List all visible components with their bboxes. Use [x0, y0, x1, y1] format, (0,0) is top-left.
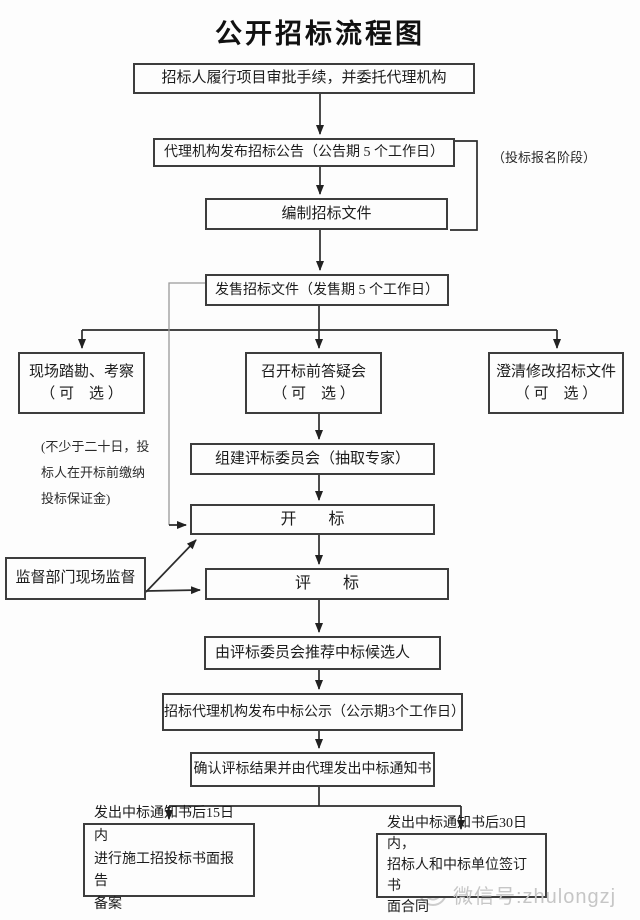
node-committee: 组建评标委员会（抽取专家） [190, 443, 435, 475]
node-site-survey-line1: 现场踏勘、考察 [28, 363, 134, 380]
node-clarify-docs-line1: 澄清修改招标文件 [495, 363, 616, 380]
page-title: 公开招标流程图 [215, 19, 425, 49]
node-supervision-label: 监督部门现场监督 [15, 570, 136, 587]
deposit-note: (不少于二十日，投 标人在开标前缴纳 投标保证金) [41, 434, 166, 512]
node-sign-contract-line2: 招标人和中标单位签订书 [387, 858, 527, 894]
node-filing-line2: 进行施工招投标书面报告 [94, 851, 234, 890]
node-supervision: 监督部门现场监督 [5, 557, 146, 600]
node-recommend: 由评标委员会推荐中标候选人 [204, 636, 441, 670]
node-filing: 发出中标通知书后15日内 进行施工招投标书面报告 备案 [83, 806, 255, 912]
phase-note: （投标报名阶段） [492, 150, 597, 165]
node-filing-line3: 备案 [94, 897, 122, 913]
node-committee-label: 组建评标委员会（抽取专家） [214, 450, 410, 467]
node-sign-contract-line1: 发出中标通知书后30日内， [387, 816, 527, 852]
node-qa-meeting: 召开标前答疑会 （ 可 选 ） [245, 352, 382, 414]
deposit-note-line1: (不少于二十日，投 [41, 439, 150, 454]
node-announcement: 代理机构发布招标公告（公告期 5 个工作日） [153, 138, 455, 167]
node-site-survey: 现场踏勘、考察 （ 可 选 ） [18, 352, 145, 414]
node-clarify-docs-line2: （ 可 选 ） [514, 386, 598, 402]
node-qa-meeting-line2: （ 可 选 ） [272, 386, 355, 402]
node-filing-line1: 发出中标通知书后15日内 [94, 806, 234, 844]
node-approval: 招标人履行项目审批手续，并委托代理机构 [133, 63, 475, 94]
node-evaluate-bid-label: 评 标 [294, 575, 359, 592]
node-site-survey-line2: （ 可 选 ） [40, 386, 123, 402]
node-approval-label: 招标人履行项目审批手续，并委托代理机构 [161, 70, 447, 87]
node-confirm-result-label: 确认评标结果并由代理发出中标通知书 [193, 762, 432, 777]
node-clarify-docs: 澄清修改招标文件 （ 可 选 ） [488, 352, 624, 414]
node-announcement-label: 代理机构发布招标公告（公告期 5 个工作日） [164, 145, 444, 160]
node-sign-contract: 发出中标通知书后30日内， 招标人和中标单位签订书 面合同 [376, 816, 547, 915]
node-publicity: 招标代理机构发布中标公示（公示期3个工作日） [162, 693, 465, 731]
deposit-note-line3: 投标保证金) [41, 491, 111, 506]
node-confirm-result: 确认评标结果并由代理发出中标通知书 [190, 752, 435, 787]
node-sell-docs-label: 发售招标文件（发售期 5 个工作日） [215, 282, 439, 298]
node-evaluate-bid: 评 标 [205, 568, 449, 600]
node-publicity-label: 招标代理机构发布中标公示（公示期3个工作日） [164, 704, 465, 720]
node-prepare-docs: 编制招标文件 [205, 198, 448, 230]
node-qa-meeting-line1: 召开标前答疑会 [260, 363, 366, 380]
deposit-note-line2: 标人在开标前缴纳 [41, 465, 146, 480]
node-open-bid: 开 标 [190, 504, 435, 535]
node-sign-contract-line3: 面合同 [387, 900, 429, 915]
node-sell-docs: 发售招标文件（发售期 5 个工作日） [205, 274, 449, 306]
watermark-text: 微信号:zhulongzj [453, 886, 617, 908]
node-prepare-docs-label: 编制招标文件 [281, 205, 372, 222]
node-recommend-label: 由评标委员会推荐中标候选人 [215, 644, 411, 661]
node-open-bid-label: 开 标 [280, 510, 345, 528]
